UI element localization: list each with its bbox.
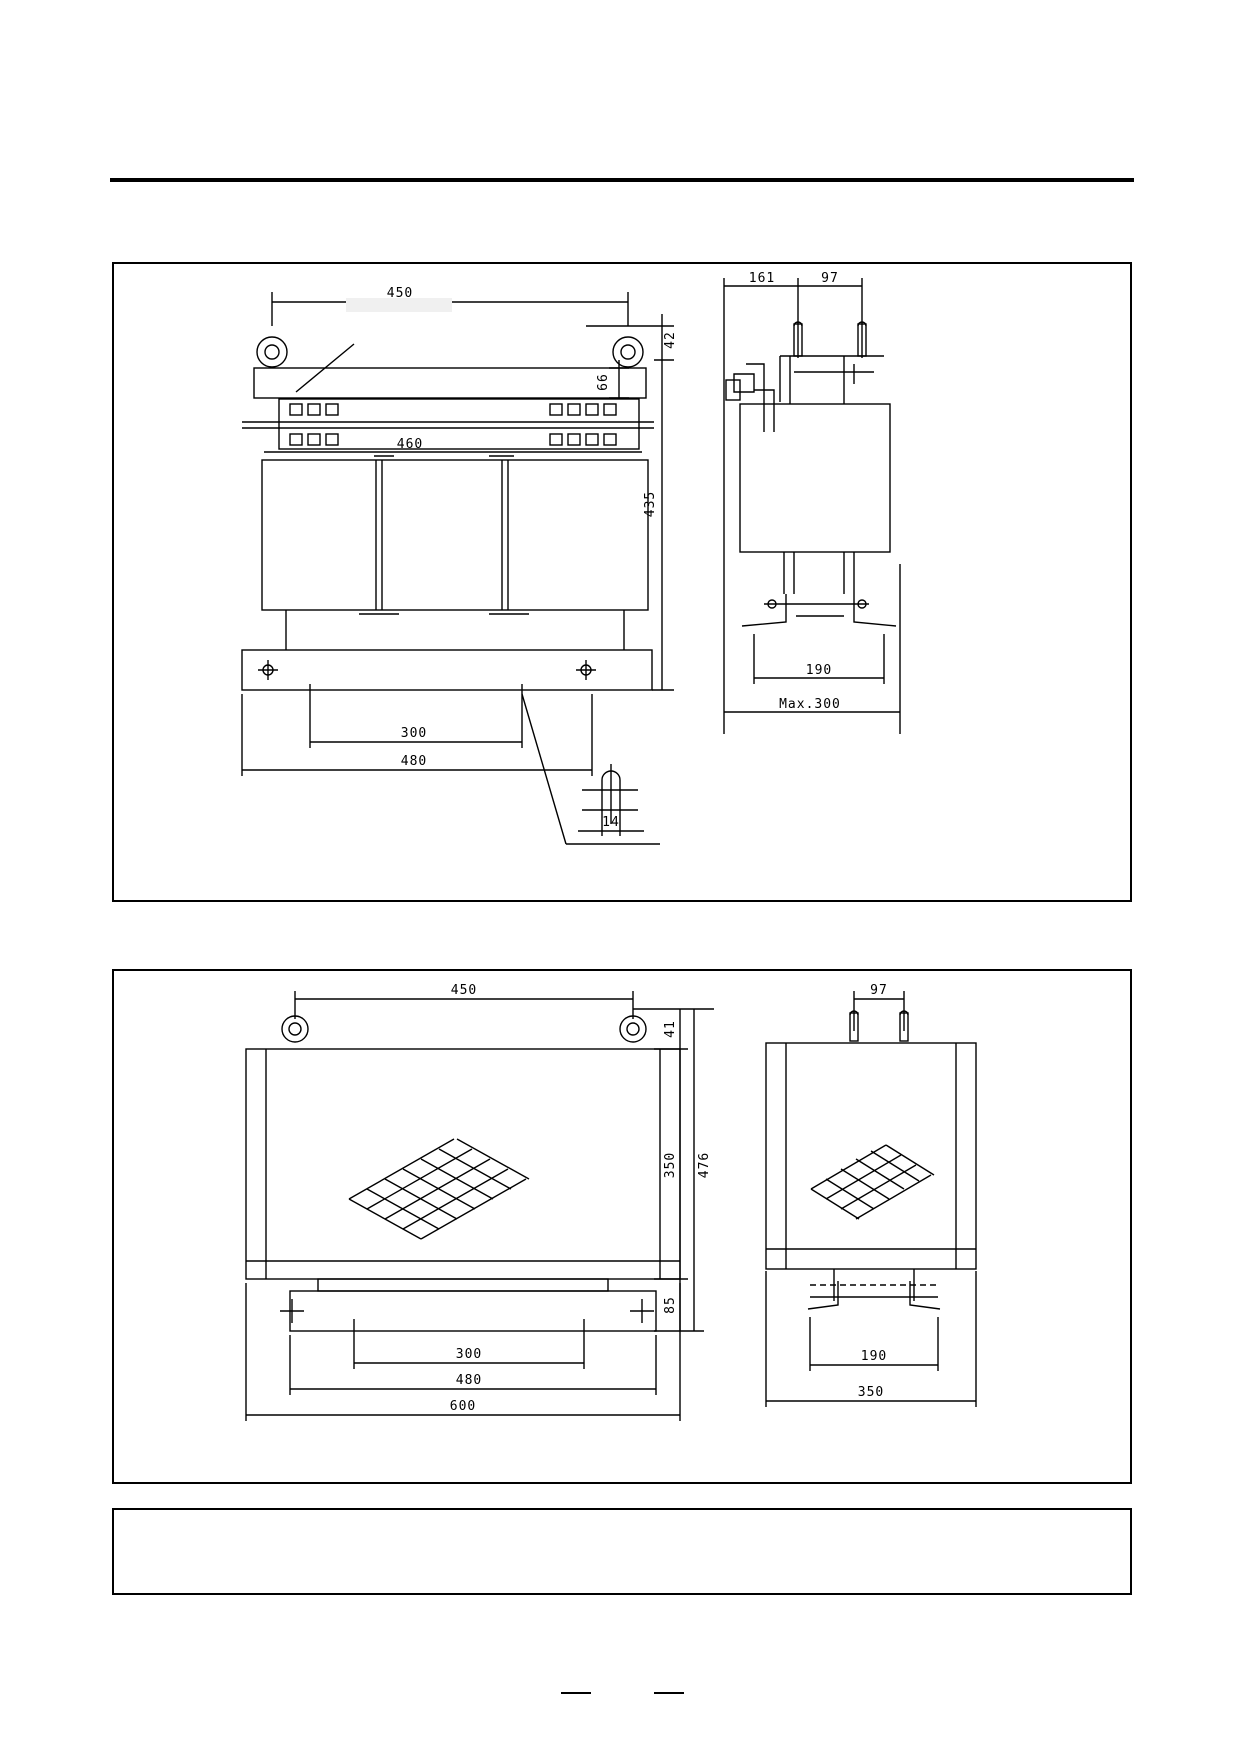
dim-max-width: Max.300 bbox=[779, 697, 841, 712]
dim-slot: 14 bbox=[602, 815, 620, 830]
dim-height: 435 bbox=[643, 491, 658, 517]
page-number-dash-left bbox=[561, 1692, 591, 1694]
dim-terminal: 66 bbox=[596, 373, 611, 391]
page-number-dash-right bbox=[654, 1692, 684, 1694]
figure-2-panel: 450 41 350 476 85 300 480 600 97 190 350 bbox=[112, 969, 1132, 1484]
dim-hole-span: 300 bbox=[401, 726, 427, 741]
dim-top: 42 bbox=[663, 331, 678, 349]
dim-base: 480 bbox=[401, 754, 427, 769]
dim-width: 600 bbox=[450, 1399, 476, 1414]
dim-base-height: 85 bbox=[663, 1296, 678, 1314]
dim-hole-span: 300 bbox=[456, 1347, 482, 1362]
dim-base: 480 bbox=[456, 1373, 482, 1388]
dim-terminal-pitch: 97 bbox=[821, 271, 839, 286]
dim-side-width: 350 bbox=[858, 1385, 884, 1400]
dim-lug-span: 450 bbox=[387, 286, 413, 301]
dim-body: 350 bbox=[663, 1152, 678, 1178]
dim-terminal-width: 460 bbox=[397, 437, 423, 452]
header-rule bbox=[110, 178, 1134, 182]
dim-lug-span: 450 bbox=[451, 983, 477, 998]
note-box bbox=[112, 1508, 1132, 1595]
figure-1-drawing: 450 42 66 460 435 300 480 14 161 97 190 … bbox=[241, 271, 901, 845]
dim-mount: 190 bbox=[806, 663, 832, 678]
figure-1-panel: 450 42 66 460 435 300 480 14 161 97 190 … bbox=[112, 262, 1132, 902]
dim-offset: 161 bbox=[749, 271, 775, 286]
dim-total: 476 bbox=[697, 1152, 712, 1178]
figure-2-drawing: 450 41 350 476 85 300 480 600 97 190 350 bbox=[245, 983, 977, 1421]
dim-top: 41 bbox=[663, 1020, 678, 1038]
dim-terminal-pitch: 97 bbox=[870, 983, 888, 998]
dim-mount: 190 bbox=[861, 1349, 887, 1364]
